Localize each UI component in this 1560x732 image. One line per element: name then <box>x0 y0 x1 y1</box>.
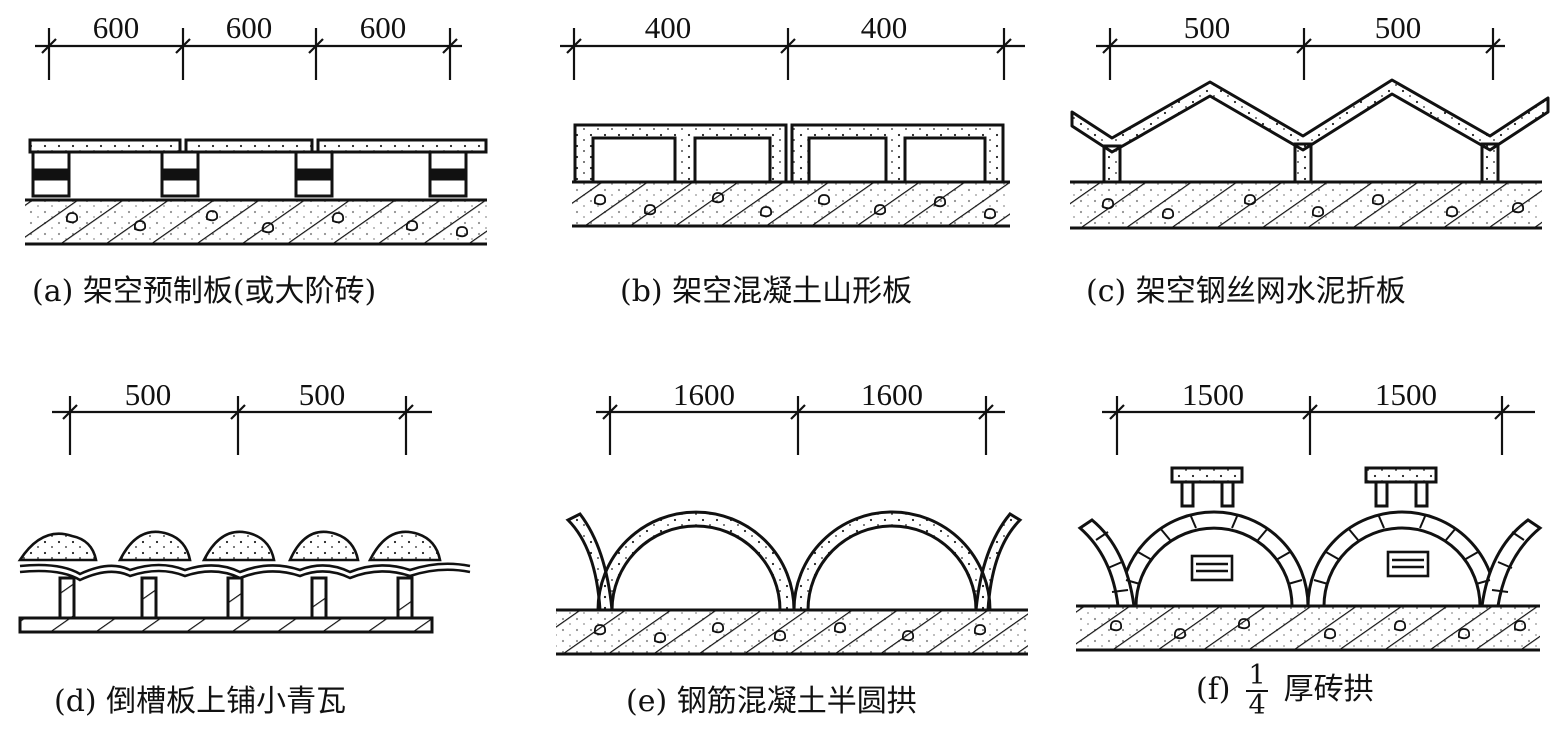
caption-b: (b) 架空混凝土山形板 <box>620 274 913 309</box>
dimension-line-d <box>52 396 432 455</box>
dim-label-c-2: 500 <box>1375 10 1422 45</box>
panel-e: 1600 1600 <box>556 377 1028 656</box>
dim-label-c-1: 500 <box>1184 10 1231 45</box>
panel-d: 500 500 <box>17 377 471 634</box>
brick-arches-f <box>1077 510 1543 608</box>
small-tiles-d <box>17 530 471 582</box>
panel-f: 1500 1500 <box>1076 377 1543 652</box>
dim-label-a-1: 600 <box>93 10 140 45</box>
precast-slabs-a <box>28 138 488 154</box>
inverted-channel-slabs-d <box>58 576 414 620</box>
dim-label-e-2: 1600 <box>861 377 923 412</box>
dim-label-f-1: 1500 <box>1182 377 1244 412</box>
dim-label-a-3: 600 <box>360 10 407 45</box>
dimension-line-b <box>560 28 1025 80</box>
dim-label-e-1: 1600 <box>673 377 735 412</box>
caption-a: (a) 架空预制板(或大阶砖) <box>32 274 377 309</box>
dim-label-f-2: 1500 <box>1375 377 1437 412</box>
caption-d: (d) 倒槽板上铺小青瓦 <box>54 684 347 719</box>
dim-label-d-2: 500 <box>299 377 346 412</box>
roof-slab-base-d <box>18 616 434 634</box>
panel-b: 400 400 <box>560 10 1025 228</box>
dim-label-b-2: 400 <box>861 10 908 45</box>
vent-grilles-f <box>1190 550 1430 582</box>
caption-f-suffix: 厚砖拱 <box>1283 672 1374 707</box>
dim-label-d-1: 500 <box>125 377 172 412</box>
fraction-one-quarter: 1 4 <box>1246 660 1269 721</box>
brick-piers-a <box>31 150 468 198</box>
roof-slab-base-b <box>572 180 1010 228</box>
piers-c <box>1102 142 1500 184</box>
channel-slabs-b <box>573 123 1005 184</box>
roof-slab-base-e <box>556 608 1028 656</box>
dimension-line-c <box>1096 28 1505 80</box>
panel-a: 600 600 600 <box>25 10 488 246</box>
dim-label-a-2: 600 <box>226 10 273 45</box>
folded-plates-c <box>1070 78 1550 154</box>
fraction-numerator: 1 <box>1248 660 1266 691</box>
caption-f: (f) 1 4 厚砖拱 <box>1196 662 1374 720</box>
fraction-denominator: 4 <box>1248 690 1266 721</box>
dimension-line-a <box>35 28 462 80</box>
dim-label-b-1: 400 <box>645 10 692 45</box>
dimension-line-f <box>1102 396 1535 455</box>
semicircular-arches-e <box>565 510 1023 612</box>
caption-f-prefix: (f) <box>1196 672 1231 707</box>
top-vents-f <box>1170 466 1438 508</box>
panel-c: 500 500 <box>1070 10 1550 230</box>
roof-slab-base-c <box>1070 180 1542 230</box>
roof-slab-base-f <box>1076 604 1540 652</box>
caption-e: (e) 钢筋混凝土半圆拱 <box>626 684 917 719</box>
dimension-line-e <box>596 396 1005 455</box>
caption-c: (c) 架空钢丝网水泥折板 <box>1086 274 1406 309</box>
roof-slab-base-a <box>25 198 487 246</box>
